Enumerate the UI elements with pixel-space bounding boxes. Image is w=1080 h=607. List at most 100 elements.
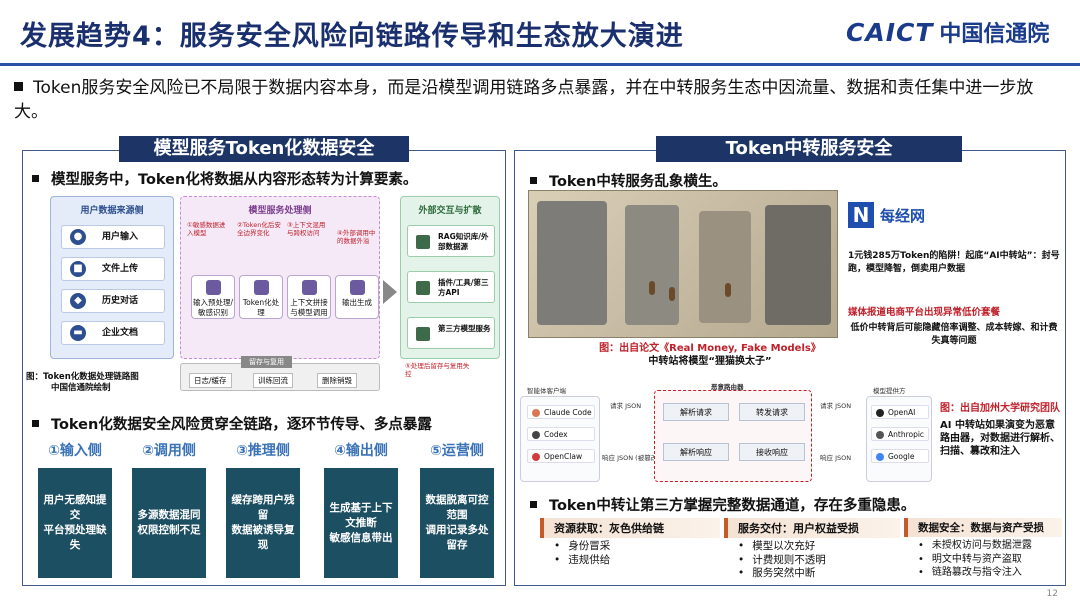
step-body: 多源数据混同权限控制不足 (132, 468, 206, 578)
bullet-icon (32, 419, 39, 427)
right-sub1-text: Token中转服务乱象横生。 (549, 174, 727, 190)
risk-note: ④外部调用中的数据外溢 (337, 229, 376, 245)
client-icon (532, 409, 540, 417)
risk-step: ④输出侧生成基于上下文推断敏感信息带出 (324, 440, 398, 578)
flow-arrow-icon (383, 280, 397, 304)
source-label: 历史对话 (102, 296, 139, 306)
logo: CAICT 中国信通院 (846, 16, 1049, 48)
chat-icon: ◆ (70, 293, 86, 309)
risk-category: 资源获取：灰色供给链 身份冒采 违规供给 (540, 518, 720, 582)
risk-category: 服务交付：用户权益受损 模型以次充好 计费规则不透明 服务突然中断 (724, 518, 900, 582)
client-icon (532, 431, 540, 439)
category-list: 未授权访问与数据泄露 明文中转与资产盗取 链路篡改与指令注入 (904, 539, 1062, 580)
provider-icon (876, 453, 884, 461)
cloud-icon (416, 327, 430, 341)
router-architecture-diagram: 智能体客户端 Claude Code Codex OpenClaw 请求 JSO… (514, 378, 1066, 484)
router-column: 恶意路由器 解析请求 转发请求 解析响应 接收响应 (654, 383, 812, 482)
step-line: 数据被诱导复现 (231, 524, 295, 551)
arrow-label: 响应 JSON (820, 454, 852, 462)
category-head: 资源获取：灰色供给链 (540, 518, 720, 538)
client-label: Codex (544, 430, 568, 439)
news-clipping: N 每经网 1元钱285万Token的陷阱！起底“AI中转站”：封号跑，模型降智… (844, 190, 1064, 346)
caption-line: 中国信通院绘制 (51, 383, 111, 393)
cartoon-image (528, 190, 838, 338)
external-label: 插件/工具/第三方API (438, 278, 489, 297)
caption-line: 图：Token化数据处理链路图 (26, 372, 139, 382)
step-head: ③推理侧 (236, 443, 290, 459)
category-head: 数据安全：数据与资产受损 (904, 518, 1062, 537)
user-icon: ● (70, 229, 86, 245)
risk-note: ②Token化后安全边界变化 (237, 221, 281, 237)
step-body: 用户无感知提交平台预处理缺失 (38, 468, 112, 578)
right-sub2-text: Token中转让第三方掌握完整数据通道，存在多重隐患。 (549, 498, 916, 514)
step-line: 多源数据混同 (137, 509, 201, 521)
scan-icon (206, 280, 221, 295)
logo-cn: 中国信通院 (939, 22, 1050, 47)
risk-step: ⑤运营侧数据脱离可控范围调用记录多处留存 (420, 440, 494, 578)
source-item: ▬企业文档 (61, 321, 165, 345)
arrow-label: 响应 JSON (被篡改) (602, 454, 660, 462)
news-headline: 1元钱285万Token的陷阱！起底“AI中转站”：封号跑，模型降智，倒卖用户数… (848, 251, 1060, 274)
left-sub1-text: 模型服务中，Token化将数据从内容形态转为计算要素。 (51, 172, 418, 188)
intro-bullet: Token服务安全风险已不局限于数据内容本身，而是沿模型调用链路多点暴露，并在中… (14, 76, 1064, 124)
client-item: Codex (527, 427, 595, 441)
process-node: Token化处理 (239, 275, 283, 319)
output-icon (350, 280, 365, 295)
external-title: 外部交互与扩散 (418, 206, 482, 216)
category-item: 服务突然中断 (752, 567, 900, 581)
process-column: 模型服务处理侧 ①敏感数据进入模型 ②Token化后安全边界变化 ③上下文混用与… (180, 196, 380, 359)
retention-title: 留存与复用 (241, 356, 292, 368)
process-node: 输出生成 (335, 275, 379, 319)
risk-note: ①敏感数据进入模型 (187, 221, 226, 237)
left-sub2-text: Token化数据安全风险贯穿全链路，逐环节传导、多点暴露 (51, 417, 432, 433)
step-line: 平台预处理缺失 (43, 524, 107, 551)
step-body: 缓存跨用户残留数据被诱导复现 (226, 468, 300, 578)
arch-caption: 图：出自加州大学研究团队 AI 中转站如果演变为恶意路由器，对数据进行解析、扫描… (940, 402, 1064, 458)
step-body: 数据脱离可控范围调用记录多处留存 (420, 468, 494, 578)
source-item: ■文件上传 (61, 257, 165, 281)
router-step: 解析请求 (663, 403, 729, 421)
caption-line: 图：出自加州大学研究团队 (940, 403, 1060, 414)
source-title: 用户数据来源侧 (80, 206, 144, 216)
risk-step: ②调用侧多源数据混同权限控制不足 (132, 440, 206, 578)
step-head: ①输入侧 (48, 443, 102, 459)
cartoon-caption: 图：出自论文《Real Money, Fake Models》 中转站将模型“狸… (560, 342, 860, 368)
caption-line: 图：出自论文《Real Money, Fake Models》 (599, 343, 821, 354)
caption-line: 中转站将模型“狸猫换太子” (648, 356, 772, 367)
left-figure-caption: 图：Token化数据处理链路图 中国信通院绘制 (26, 372, 139, 394)
client-column: 智能体客户端 Claude Code Codex OpenClaw (520, 387, 600, 482)
risk-category: 数据安全：数据与资产受损 未授权访问与数据泄露 明文中转与资产盗取 链路篡改与指… (904, 518, 1062, 582)
logo-en: CAICT (846, 17, 934, 47)
source-item: ●用户输入 (61, 225, 165, 249)
right-sub2: Token中转让第三方掌握完整数据通道，存在多重隐患。 (530, 494, 915, 515)
external-item: 第三方模型服务 (407, 317, 495, 349)
category-list: 身份冒采 违规供给 (540, 540, 720, 567)
machine-shape (625, 205, 679, 325)
provider-item: Anthropic (871, 427, 929, 441)
category-item: 计费规则不透明 (752, 554, 900, 568)
left-sub2: Token化数据安全风险贯穿全链路，逐环节传导、多点暴露 (32, 413, 432, 434)
risk-step: ③推理侧缓存跨用户残留数据被诱导复现 (226, 440, 300, 578)
step-line: 敏感信息带出 (329, 531, 393, 544)
external-column: 外部交互与扩散 RAG知识库/外部数据源 插件/工具/第三方API 第三方模型服… (400, 196, 500, 359)
category-item: 模型以次充好 (752, 540, 900, 554)
client-label: OpenClaw (544, 452, 583, 461)
provider-column: 模型提供方 OpenAI Anthropic Google (866, 387, 932, 482)
plugin-icon (416, 281, 430, 295)
category-item: 违规供给 (568, 554, 720, 568)
step-head: ⑤运营侧 (430, 443, 484, 459)
provider-item: Google (871, 449, 929, 463)
router-step: 解析响应 (663, 443, 729, 461)
retention-item: 训练回流 (253, 373, 293, 388)
provider-label: OpenAI (888, 408, 916, 417)
step-line: 生成基于上下文推断 (329, 501, 393, 529)
step-line: 缓存跨用户残留 (231, 494, 295, 521)
external-label: 第三方模型服务 (438, 324, 491, 333)
step-head: ④输出侧 (334, 443, 388, 459)
provider-title: 模型提供方 (873, 387, 906, 395)
left-sub1: 模型服务中，Token化将数据从内容形态转为计算要素。 (32, 168, 417, 189)
arrow-label: 请求 JSON (820, 402, 852, 410)
external-item: 插件/工具/第三方API (407, 271, 495, 303)
external-label: RAG知识库/外部数据源 (438, 232, 489, 251)
